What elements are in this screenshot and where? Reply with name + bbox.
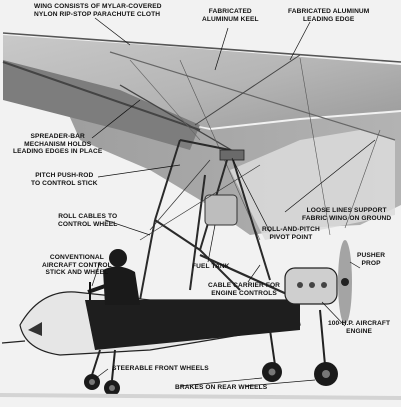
- rear-keel-tube: [199, 253, 301, 302]
- label-roll-cables: ROLL CABLES TO CONTROL WHEEL: [58, 213, 117, 228]
- nose-probe: [1, 340, 26, 344]
- label-line: FABRIC WING ON GROUND: [302, 214, 392, 222]
- label-line: STEERABLE FRONT WHEELS: [112, 365, 209, 372]
- label-loose-lines: LOOSE LINES SUPPORT FABRIC WING ON GROUN…: [302, 207, 391, 222]
- label-line: CONTROL WHEEL: [58, 220, 118, 228]
- label-line: ENGINE CONTROLS: [211, 289, 277, 297]
- landing-gear: [91, 309, 326, 381]
- nose-marking: [28, 322, 42, 336]
- label-line: PIVOT POINT: [269, 233, 313, 241]
- label-line: BRAKES ON REAR WHEELS: [175, 384, 268, 391]
- label-line: LOOSE LINES SUPPORT: [306, 207, 387, 214]
- label-line: PITCH PUSH-ROD: [35, 172, 94, 179]
- loose-line-4: [129, 59, 201, 141]
- label-line: LEADING EDGES IN PLACE: [13, 148, 103, 156]
- keel-line: [109, 51, 396, 141]
- label-pitch-push-rod: PITCH PUSH-ROD TO CONTROL STICK: [31, 172, 98, 187]
- pivot-hardware: [219, 149, 245, 161]
- lower-leading-edge: [2, 61, 201, 131]
- spreader-bar-right: [194, 54, 301, 126]
- leader-lines: [91, 17, 376, 387]
- label-spreader-bar: SPREADER-BAR MECHANISM HOLDS LEADING EDG…: [13, 133, 102, 156]
- label-line: NYLON RIP-STOP PARACHUTE CLOTH: [34, 10, 161, 18]
- loose-line-2: [299, 57, 331, 236]
- loose-line-3: [344, 129, 381, 229]
- label-control-stick: CONVENTIONAL AIRCRAFT CONTROL STICK AND …: [42, 254, 112, 277]
- propeller-shape: [338, 240, 352, 324]
- nacelle-floor: [85, 300, 300, 350]
- label-line: ENGINE: [346, 327, 373, 335]
- label-cable-carrier: CABLE CARRIER FOR ENGINE CONTROLS: [208, 282, 280, 297]
- label-aluminum-keel: FABRICATED ALUMINUM KEEL: [202, 8, 259, 23]
- label-line: WING CONSISTS OF MYLAR-COVERED: [34, 3, 162, 10]
- roll-cable-1: [149, 159, 211, 231]
- label-line: FUEL TANK: [192, 263, 230, 270]
- label-pivot-point: ROLL-AND-PITCH PIVOT POINT: [262, 226, 320, 241]
- label-line: TO CONTROL STICK: [31, 179, 98, 187]
- label-leading-edge: FABRICATED ALUMINUM LEADING EDGE: [288, 8, 369, 23]
- pilot-figure: [87, 249, 140, 305]
- label-line: 100-H.P. AIRCRAFT: [328, 320, 391, 327]
- label-line: STICK AND WHEEL: [45, 269, 109, 277]
- spreader-bar-left: [119, 84, 241, 156]
- label-line: CABLE CARRIER FOR: [208, 282, 281, 289]
- left-wing-panel: [3, 60, 200, 150]
- label-line: FABRICATED: [208, 8, 252, 15]
- label-line: CONVENTIONAL: [49, 254, 104, 261]
- roll-cable-2: [139, 164, 261, 241]
- label-line: ALUMINUM KEEL: [202, 15, 259, 23]
- leading-edge-line: [2, 32, 401, 63]
- support-frame: [139, 139, 271, 301]
- wheels: [84, 362, 338, 396]
- label-line: AIRCRAFT CONTROL: [42, 261, 112, 269]
- label-wing-material: WING CONSISTS OF MYLAR-COVERED NYLON RIP…: [34, 3, 162, 18]
- label-line: ROLL CABLES TO: [58, 213, 118, 220]
- label-line: MECHANISM HOLDS: [24, 140, 92, 148]
- fuel-tank-shape: [204, 194, 238, 226]
- label-rear-brakes: BRAKES ON REAR WHEELS: [175, 384, 267, 392]
- label-line: PROP: [361, 259, 381, 267]
- ground-shadow: [0, 393, 401, 400]
- label-line: LEADING EDGE: [303, 15, 355, 23]
- label-line: ROLL-AND-PITCH: [262, 226, 320, 233]
- label-line: PUSHER: [357, 252, 386, 259]
- label-line: FABRICATED ALUMINUM: [288, 8, 370, 15]
- label-pusher-prop: PUSHER PROP: [357, 252, 385, 267]
- label-fuel-tank: FUEL TANK: [192, 263, 230, 271]
- fabric-wing-lower: [230, 130, 395, 240]
- engine-shape: [284, 267, 338, 305]
- label-line: SPREADER-BAR: [30, 133, 85, 140]
- label-front-wheels: STEERABLE FRONT WHEELS: [112, 365, 209, 373]
- label-engine: 100-H.P. AIRCRAFT ENGINE: [328, 320, 390, 335]
